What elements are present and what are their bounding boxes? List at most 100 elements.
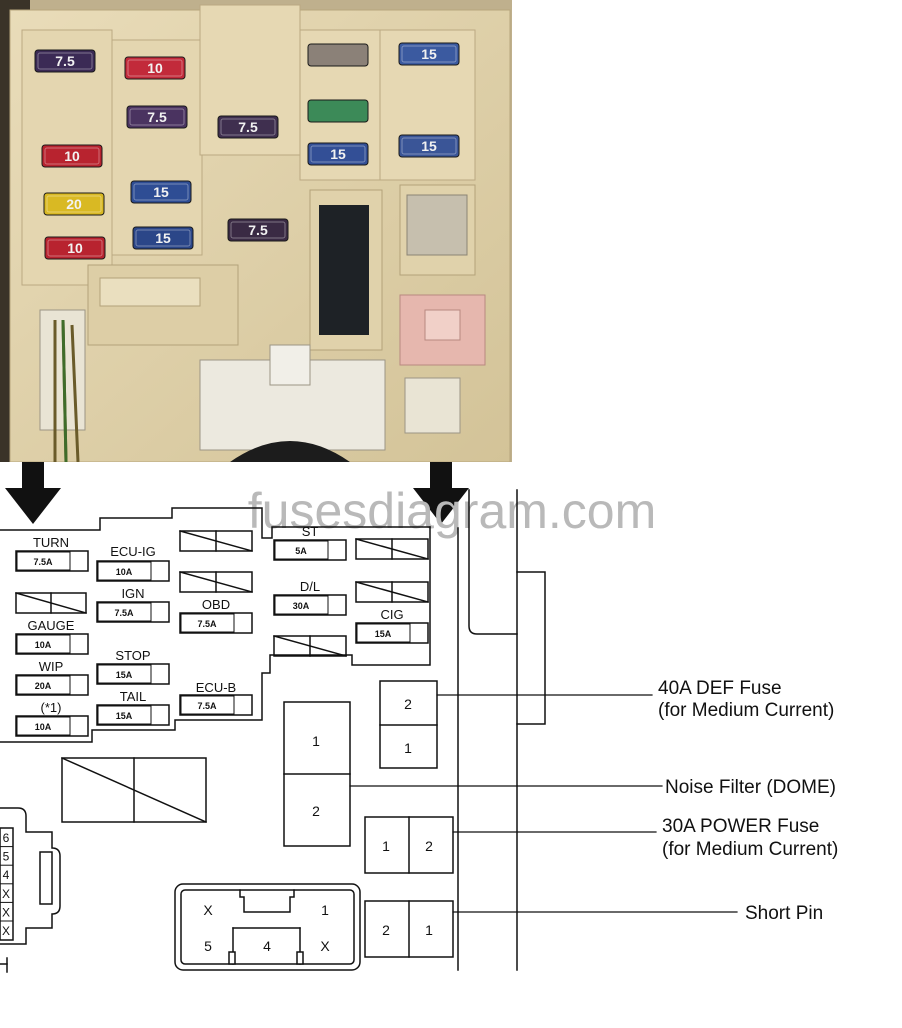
noise-filter-label: Noise Filter (DOME)	[665, 777, 836, 798]
noise-pin-top: 1	[312, 733, 320, 749]
fuse-name: IGN	[121, 586, 144, 601]
photo-fuse-rating: 15	[421, 46, 437, 62]
fuse-name: ECU-B	[196, 680, 236, 695]
power-fuse-block	[364, 816, 454, 874]
fuse-ecu-b: ECU-B 7.5A	[179, 680, 253, 716]
fuse-name: (*1)	[41, 700, 62, 715]
side-pin-label: X	[2, 905, 10, 919]
photo-fuse: 15	[307, 142, 369, 166]
empty-slot	[355, 538, 429, 560]
fuse-amp: 15A	[375, 629, 392, 639]
def-pin-top: 2	[404, 696, 412, 712]
short-pin-right: 1	[425, 922, 433, 938]
bottom-connector	[174, 883, 361, 971]
connector-pin-1: 1	[321, 902, 329, 918]
photo-fuse: 7.5	[227, 218, 289, 242]
fuse-name: ST	[302, 524, 319, 539]
def-fuse-sublabel: (for Medium Current)	[658, 700, 834, 721]
empty-slot	[273, 635, 347, 657]
def-fuse-block	[379, 680, 438, 769]
fuse-cig: CIG 15A	[355, 607, 429, 644]
right-arrow-icon	[413, 462, 469, 524]
fuse-amp: 5A	[295, 546, 307, 556]
photo-fuse: 7.5	[217, 115, 279, 139]
fuse-amp: 7.5A	[197, 701, 217, 711]
empty-slot	[355, 581, 429, 603]
fuse-amp: 20A	[35, 681, 52, 691]
fuse-name: TAIL	[120, 689, 147, 704]
fuse-name: OBD	[202, 597, 230, 612]
photo-fuse-rating: 7.5	[238, 119, 258, 135]
fuse-amp: 7.5A	[197, 619, 217, 629]
fuse-box-photo: 7.5 10 10 7.5 7.5 20 15 15 10 7.5 15 15 15	[0, 0, 512, 462]
fuse-amp: 7.5A	[33, 557, 53, 567]
connector-pin-x1: X	[203, 902, 213, 918]
photo-fuse-rating: 10	[67, 240, 83, 256]
photo-fuse-rating: 7.5	[55, 53, 75, 69]
fuse-amp: 15A	[116, 711, 133, 721]
fuse-ign: IGN 7.5A	[96, 586, 170, 623]
watermark: fusesdiagram.com	[248, 483, 657, 539]
empty-slot	[179, 530, 253, 552]
fuse-d-l: D/L 30A	[273, 579, 347, 616]
photo-fuse: 7.5	[126, 105, 188, 129]
fuse-st: ST 5A	[273, 524, 347, 561]
fuse-list: TURN7.5AECU-IG10AIGN7.5AGAUGE10AWIP20AST…	[15, 524, 429, 737]
photo-fuse-rating: 10	[64, 148, 80, 164]
noise-pin-bottom: 2	[312, 803, 320, 819]
side-pin-label: X	[2, 887, 10, 901]
photo-fuse: 10	[44, 236, 106, 260]
fuse-name: CIG	[380, 607, 403, 622]
relay-slot-empty	[61, 757, 207, 823]
connector-pin-5: 5	[204, 938, 212, 954]
fuse-turn: TURN 7.5A	[15, 535, 89, 572]
short-pin-label: Short Pin	[745, 903, 823, 924]
photo-fuse: 15	[398, 134, 460, 158]
photo-fuse: 15	[132, 226, 194, 250]
photo-fuse-rating: 15	[330, 146, 346, 162]
fuse-name: GAUGE	[28, 618, 75, 633]
side-pin-label: X	[2, 924, 10, 938]
side-pin-label: 4	[3, 868, 10, 882]
fuse-name: D/L	[300, 579, 320, 594]
fuse-1: (*1)10A	[15, 700, 89, 737]
photo-fuse: 10	[41, 144, 103, 168]
fuse-tail: TAIL 15A	[96, 689, 170, 726]
photo-fuse: 10	[124, 56, 186, 80]
photo-fuse-rating: 15	[155, 230, 171, 246]
callout-lines	[349, 694, 738, 913]
photo-fuse: 7.5	[34, 49, 96, 73]
fuse-amp: 10A	[116, 567, 133, 577]
photo-fuse-rating: 15	[153, 184, 169, 200]
empty-fuse-slots	[15, 530, 429, 823]
fuse-name: TURN	[33, 535, 69, 550]
fuse-obd: OBD 7.5A	[179, 597, 253, 634]
photo-fuse-grey	[307, 43, 369, 67]
side-pin-label: 5	[3, 850, 10, 864]
fuse-ecu-ig: ECU-IG 10A	[96, 544, 170, 582]
fuse-amp: 30A	[293, 601, 310, 611]
side-pin-label: 6	[3, 831, 10, 845]
short-pin-block	[364, 900, 454, 958]
photo-fuse: 15	[398, 42, 460, 66]
def-fuse-label: 40A DEF Fuse	[658, 678, 782, 699]
connector-pin-4: 4	[263, 938, 271, 954]
photo-fuse-rating: 7.5	[147, 109, 167, 125]
power-pin-right: 2	[425, 838, 433, 854]
fuse-name: WIP	[39, 659, 64, 674]
power-fuse-label: 30A POWER Fuse	[662, 816, 819, 837]
housing-outline	[0, 489, 546, 973]
fuse-name: ECU-IG	[110, 544, 156, 559]
photo-fuse-rating: 20	[66, 196, 82, 212]
power-fuse-sublabel: (for Medium Current)	[662, 839, 838, 860]
empty-slot	[15, 592, 87, 614]
left-arrow-icon	[5, 462, 61, 524]
def-pin-bottom: 1	[404, 740, 412, 756]
photo-fuse-rating: 15	[421, 138, 437, 154]
photo-fuse: 20	[43, 192, 105, 216]
photo-fuse-rating: 7.5	[248, 222, 268, 238]
fuse-amp: 7.5A	[114, 608, 134, 618]
